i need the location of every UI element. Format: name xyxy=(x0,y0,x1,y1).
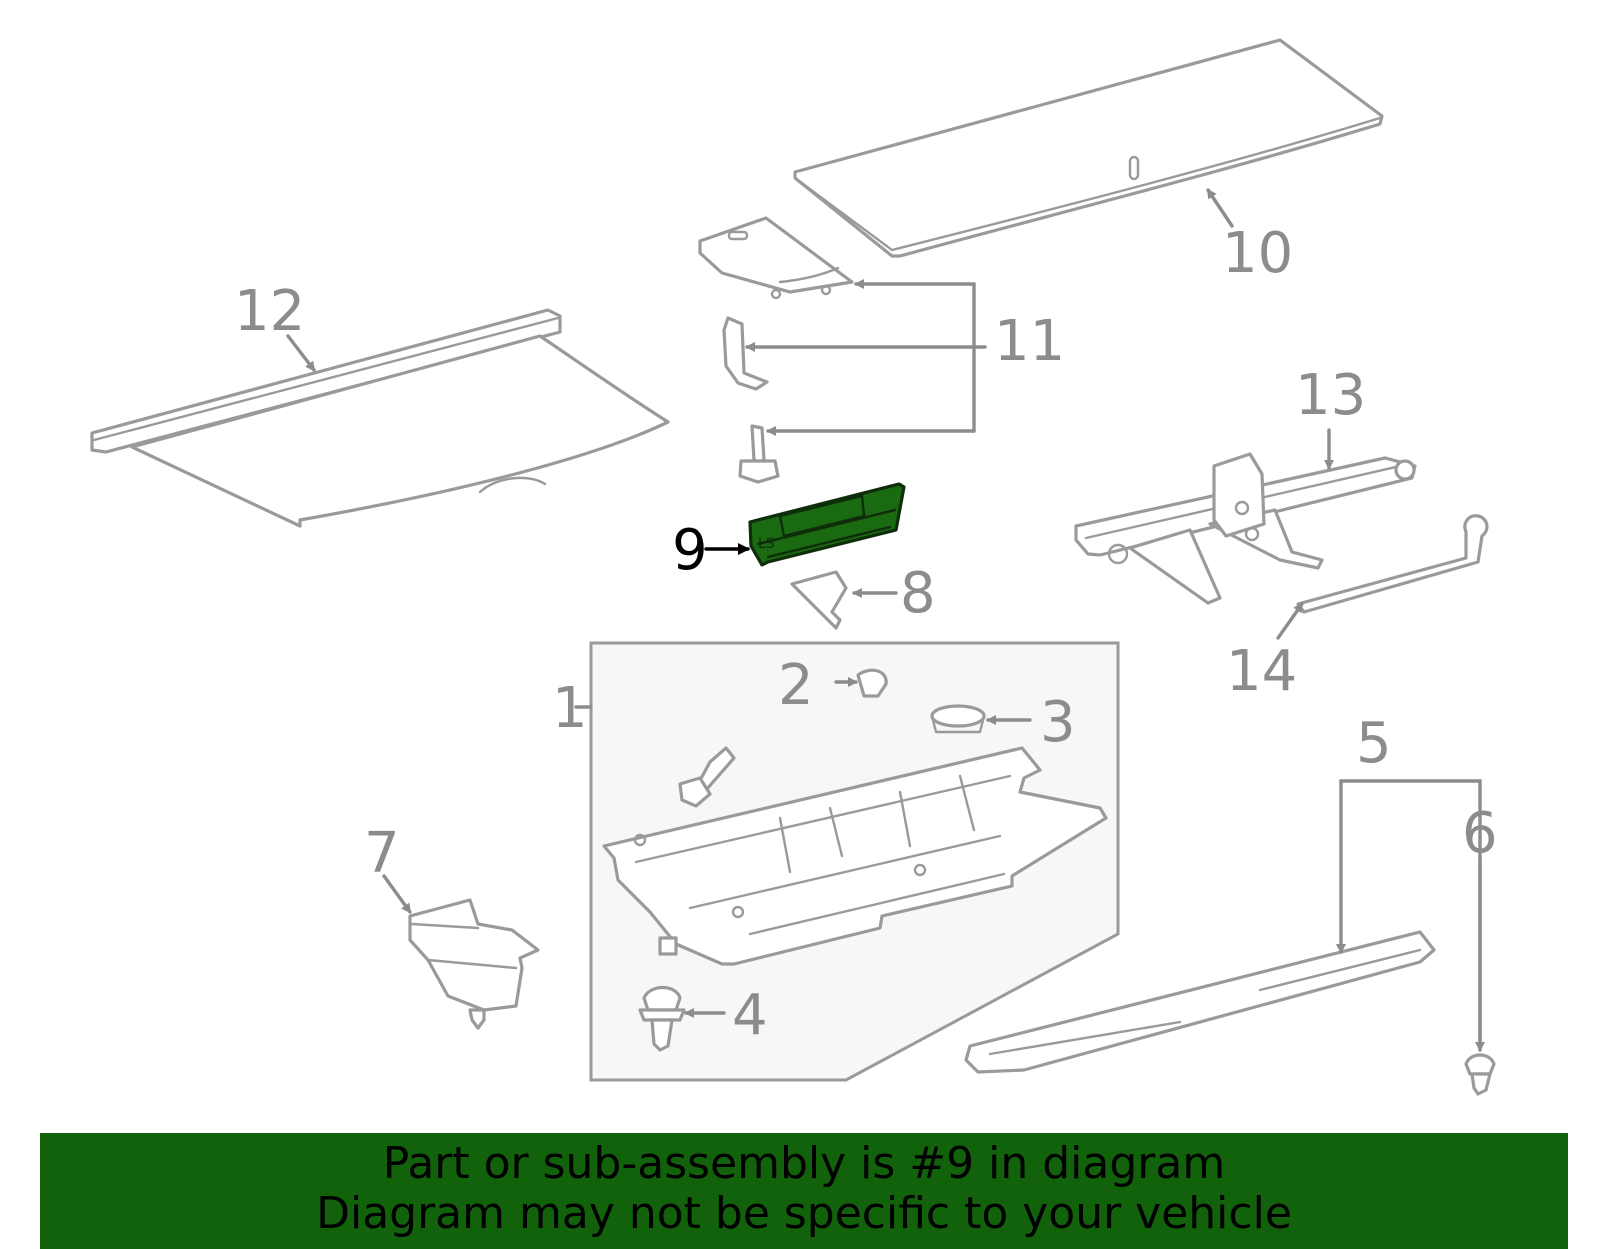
part-9-storage-tray[interactable]: LS xyxy=(748,482,906,567)
callout-2: 2 xyxy=(778,653,814,718)
part-1-storage-tray-assembly[interactable] xyxy=(602,746,1108,966)
part-8-clip[interactable] xyxy=(790,570,848,630)
banner-line-disclaimer: Diagram may not be specific to your vehi… xyxy=(316,1188,1292,1239)
part-12-tonneau-cover[interactable] xyxy=(90,308,670,528)
callout-9: 9 xyxy=(672,518,708,583)
part-10-floor-board[interactable] xyxy=(793,38,1384,258)
part-11-bracket[interactable] xyxy=(722,316,769,391)
part-6-clip[interactable] xyxy=(1464,1053,1496,1096)
part-3-grommet[interactable] xyxy=(930,704,986,734)
callout-8: 8 xyxy=(900,561,936,626)
callout-12: 12 xyxy=(234,279,305,344)
part-2-plug[interactable] xyxy=(856,668,888,698)
callout-1: 1 xyxy=(552,676,588,741)
part-11-bolt[interactable] xyxy=(738,424,780,484)
leader-12 xyxy=(286,334,316,372)
leader-7 xyxy=(382,874,412,914)
callout-10: 10 xyxy=(1222,221,1293,286)
callout-4: 4 xyxy=(732,983,768,1048)
callout-5: 5 xyxy=(1356,711,1392,776)
part-1-bolt[interactable] xyxy=(678,746,736,808)
part-9-marking: LS xyxy=(758,536,775,552)
part-5-scuff-plate[interactable] xyxy=(964,930,1436,1074)
callout-3: 3 xyxy=(1040,690,1076,755)
leader-5-bracket xyxy=(1339,779,1482,1050)
info-banner: Part or sub-assembly is #9 in diagram Di… xyxy=(40,1133,1568,1249)
callout-6: 6 xyxy=(1462,801,1498,866)
callout-7: 7 xyxy=(364,821,400,886)
leader-14 xyxy=(1276,602,1304,640)
callout-11: 11 xyxy=(994,309,1065,374)
part-13-jack[interactable] xyxy=(1074,452,1417,605)
callout-14: 14 xyxy=(1226,639,1297,704)
leader-10 xyxy=(1206,188,1234,228)
part-14-jack-handle[interactable] xyxy=(1296,514,1489,614)
part-7-side-box[interactable] xyxy=(408,898,540,1030)
part-4-push-clip[interactable] xyxy=(638,985,686,1052)
part-11-cover[interactable] xyxy=(698,216,854,300)
banner-line-part: Part or sub-assembly is #9 in diagram xyxy=(382,1138,1226,1189)
callout-13: 13 xyxy=(1295,363,1366,428)
